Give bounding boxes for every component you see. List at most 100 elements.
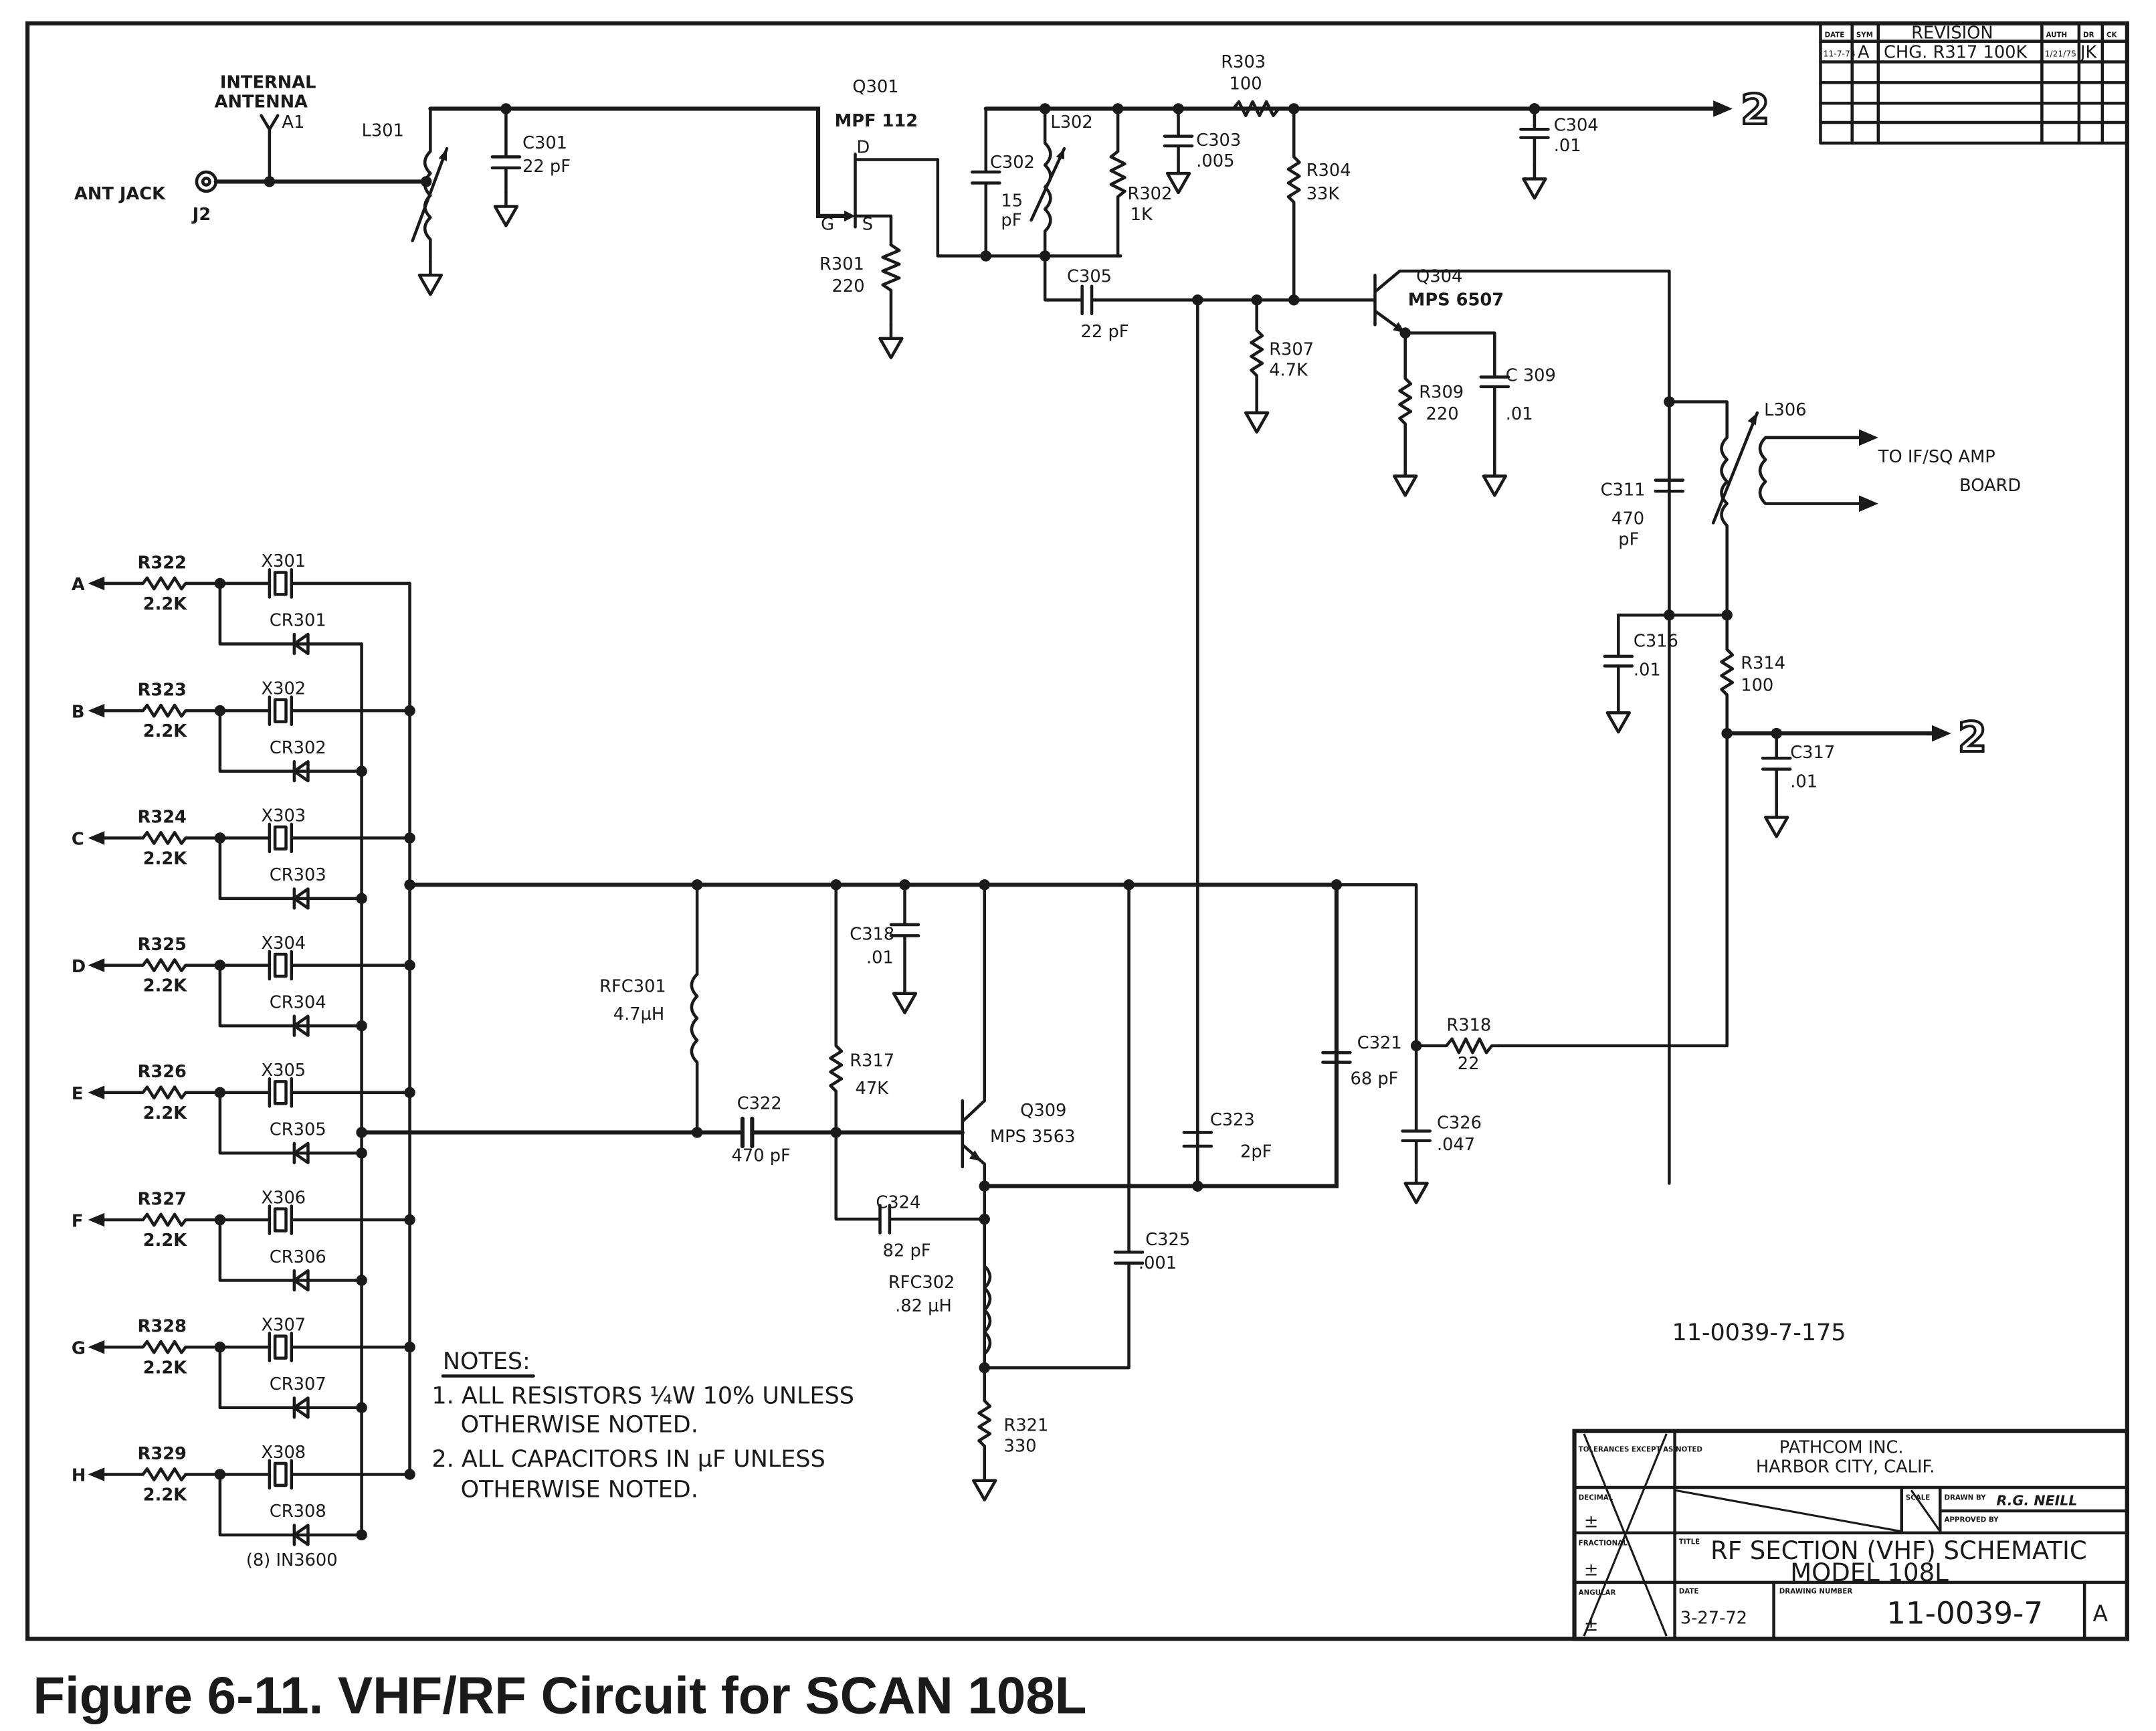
resistor-ref: R325	[138, 935, 187, 955]
rev-date: 11-7-74	[1824, 49, 1856, 58]
crystal-ref: X303	[262, 806, 306, 826]
l302-label: L302	[1050, 112, 1092, 132]
channel-input-label: F	[72, 1211, 84, 1231]
input-arrow-icon	[88, 958, 105, 972]
input-arrow-icon	[88, 703, 105, 718]
note-1-cont: OTHERWISE NOTED.	[461, 1412, 698, 1439]
c302-unit: pF	[1001, 210, 1021, 230]
rev-sym: A	[1858, 42, 1870, 62]
rfc301-ref: RFC301	[599, 977, 666, 997]
c325-ref: C325	[1145, 1230, 1190, 1250]
r317-value: 47K	[856, 1079, 890, 1099]
antenna-section: INTERNAL ANTENNA A1 ANT JACK J2	[74, 73, 432, 225]
diode-ref: CR303	[270, 865, 326, 885]
diode-ref: CR301	[270, 611, 326, 631]
c324-value: 82 pF	[883, 1241, 931, 1261]
resistor-value: 2.2K	[143, 1358, 187, 1378]
to-if-label: TO IF/SQ AMP	[1878, 447, 1995, 467]
r302-ref: R302	[1127, 184, 1172, 204]
resistor-crystal-path	[102, 949, 411, 981]
ant-jack-icon[interactable]	[195, 170, 217, 193]
c326-ref: C326	[1437, 1113, 1482, 1133]
c305-value: 22 pF	[1081, 322, 1129, 342]
antenna-icon	[260, 114, 280, 183]
c317-ref: C317	[1790, 743, 1835, 763]
resistor-value: 2.2K	[143, 721, 187, 741]
rev-header-dr: DR	[2083, 31, 2094, 39]
resistor-value: 2.2K	[143, 594, 187, 614]
oscillator-section: RFC301 4.7µH C322 470 pF C318 .01 R317 4…	[359, 879, 1500, 1499]
r302-value: 1K	[1131, 205, 1153, 225]
crystal-ref: X305	[262, 1061, 306, 1081]
diode-ref: CR304	[270, 992, 326, 1012]
q301-part: MPF 112	[835, 111, 918, 131]
resistor-crystal-path	[102, 1077, 411, 1108]
channel-input-label: B	[72, 702, 85, 722]
c321-ref: C321	[1357, 1033, 1402, 1053]
channel-input-label: H	[72, 1466, 86, 1486]
drawing-reference-number: 11-0039-7-175	[1672, 1319, 1846, 1346]
l301-label: L301	[362, 121, 404, 141]
drawing-date: 3-27-72	[1680, 1609, 1747, 1629]
diode-ref: CR306	[270, 1247, 326, 1267]
r317-ref: R317	[850, 1051, 894, 1071]
channel-input-label: A	[72, 575, 85, 595]
diode-ref: CR305	[270, 1120, 326, 1140]
c302-value: 15	[1001, 191, 1023, 211]
c311-value: 470	[1611, 509, 1644, 529]
approved-label: APPROVED BY	[1944, 1516, 1999, 1524]
resistor-value: 2.2K	[143, 1103, 187, 1123]
q309-part: MPS 3563	[990, 1127, 1075, 1147]
c321-value: 68 pF	[1350, 1069, 1398, 1089]
c309-value: .01	[1506, 404, 1533, 424]
c305-ref: C305	[1067, 267, 1112, 287]
rev-header-revision: REVISION	[1911, 23, 1993, 43]
diode-ref: CR308	[270, 1501, 326, 1522]
c316-value: .01	[1634, 660, 1661, 680]
c317-value: .01	[1790, 771, 1818, 792]
rev-description: CHG. R317 100K	[1884, 42, 2028, 62]
c309-ref: C 309	[1506, 366, 1556, 386]
q304-part: MPS 6507	[1408, 290, 1504, 310]
drawn-by: R.G. NEILL	[1997, 1493, 2078, 1509]
q301-pin-g: G	[821, 214, 834, 234]
r304-ref: R304	[1306, 161, 1351, 181]
diode-ref: CR302	[270, 738, 326, 758]
c323-value: 2pF	[1240, 1142, 1272, 1162]
company-name: PATHCOM INC.	[1779, 1438, 1904, 1458]
crystal-bank: AR3222.2KX301CR301BR3232.2KX302CR302CR32…	[72, 551, 415, 1546]
q301-ref: Q301	[852, 77, 898, 97]
internal-antenna-label: INTERNAL	[220, 73, 316, 93]
q304: Q304 MPS 6507 R309 220 C 309 .01	[1373, 267, 1671, 1185]
decimal-tolerance: ±	[1584, 1512, 1599, 1532]
angular-label: ANGULAR	[1579, 1588, 1616, 1597]
diode-ref: CR307	[270, 1374, 326, 1394]
crystal-bus	[360, 581, 411, 1537]
notes-heading: NOTES:	[443, 1348, 530, 1375]
r301-value: 220	[832, 276, 865, 296]
r321-value: 330	[1004, 1437, 1037, 1457]
crystal-ref: X301	[262, 551, 306, 571]
l302-tank: C302 15 pF L302 R302 1K C303 .005 R303 1…	[970, 52, 1771, 1188]
r303-value: 100	[1230, 74, 1262, 94]
fractional-label: FRACTIONAL	[1579, 1539, 1628, 1547]
c301-ref: C301	[522, 133, 567, 153]
r307-value: 4.7K	[1269, 360, 1308, 380]
c318-value: .01	[866, 948, 894, 968]
r314-value: 100	[1741, 675, 1773, 695]
q309-ref: Q309	[1020, 1101, 1066, 1121]
input-arrow-icon	[88, 1467, 105, 1481]
resistor-ref: R328	[138, 1317, 187, 1337]
resistor-crystal-path	[102, 1332, 411, 1363]
note-1: 1. ALL RESISTORS ¼W 10% UNLESS	[431, 1383, 854, 1410]
resistor-ref: R322	[138, 553, 187, 573]
l301: L301 C301 22 pF	[362, 103, 848, 294]
diode-icon	[218, 1218, 363, 1292]
r301-ref: R301	[819, 254, 864, 274]
resistor-value: 2.2K	[143, 1231, 187, 1251]
resistor-ref: R324	[138, 808, 187, 828]
channel-input-label: E	[72, 1084, 84, 1104]
